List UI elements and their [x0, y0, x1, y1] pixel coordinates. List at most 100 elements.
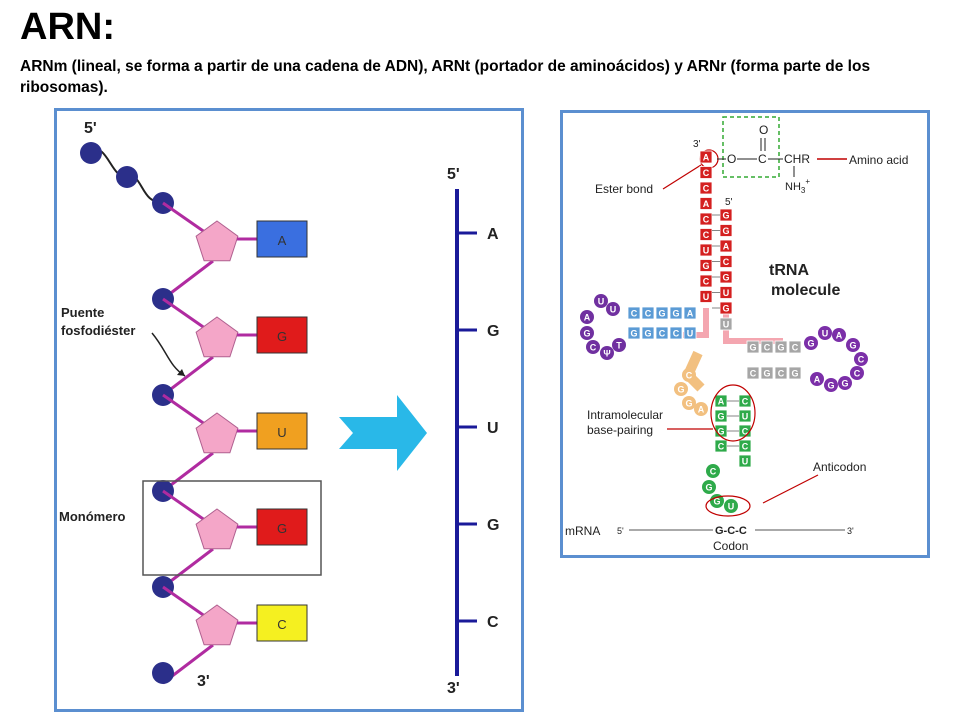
- nucleotide-letter: G: [713, 497, 720, 507]
- nucleotide: [699, 228, 713, 241]
- nucleotide-letter: U: [723, 288, 730, 298]
- amino-acid-label: Amino acid: [849, 153, 908, 167]
- nucleotide-letter: C: [703, 215, 710, 225]
- mrna-label: mRNA: [565, 524, 600, 538]
- strand-base-label: A: [487, 226, 499, 243]
- nucleotide: [699, 274, 713, 288]
- loop-nucleotide: [702, 480, 716, 494]
- strand-base-label: G: [487, 323, 499, 340]
- loop-nucleotide: [682, 368, 696, 382]
- nucleotide-letter: G: [791, 369, 798, 379]
- nucleotide-letter: C: [710, 467, 717, 477]
- loop-nucleotide: [594, 294, 608, 308]
- bond-pointer-head: [177, 369, 185, 376]
- nucleotide-letter: G: [722, 211, 729, 221]
- loop-nucleotide: [854, 352, 868, 366]
- nucleotide: [669, 306, 683, 320]
- nucleotide-letter: C: [858, 355, 865, 365]
- loop-nucleotide: [850, 366, 864, 380]
- nucleotide-letter: C: [590, 343, 597, 353]
- nucleotide-letter: A: [584, 313, 591, 323]
- nucleotide: [627, 306, 641, 320]
- nucleotide: [738, 454, 752, 468]
- nucleotide-letter: G: [841, 379, 848, 389]
- nucleotide-letter: C: [764, 343, 771, 353]
- nucleotide: [788, 340, 802, 354]
- nucleotide-letter: G: [672, 309, 679, 319]
- nucleotide-letter: G: [717, 427, 724, 437]
- nucleotide: [774, 340, 788, 354]
- nucleotide-letter: G: [722, 226, 729, 236]
- nucleotide: [683, 326, 697, 340]
- loop-nucleotide: [838, 376, 852, 390]
- nucleotide: [719, 317, 733, 331]
- nucleotide-letter: G: [722, 273, 729, 283]
- nucleotide-letter: A: [698, 405, 705, 415]
- loop-nucleotide: [724, 499, 738, 513]
- base-pair-ellipse: [710, 384, 756, 442]
- nucleotide-letter: G: [685, 399, 692, 409]
- nucleotide-letter: C: [673, 329, 680, 339]
- nucleotide-letter: U: [723, 320, 730, 330]
- backbone-ribbon: [723, 308, 783, 344]
- nucleotide-letter: T: [616, 341, 622, 351]
- nucleotide-letter: G: [583, 329, 590, 339]
- amino-group: NH3+: [785, 177, 810, 195]
- loop-nucleotide: [710, 494, 724, 508]
- nucleotide: [699, 197, 713, 210]
- nucleotide-letter: C: [742, 427, 749, 437]
- nucleotide-letter: C: [703, 277, 710, 287]
- codon-background: [713, 523, 755, 537]
- nucleotide-letter: U: [703, 292, 710, 302]
- ribose-sugar: [195, 316, 239, 358]
- nucleotide-letter: G: [717, 412, 724, 422]
- nucleotide: [655, 326, 669, 340]
- nucleotide-letter: A: [703, 199, 710, 209]
- nucleotide-letter: G: [763, 369, 770, 379]
- nucleotide-letter: A: [703, 153, 710, 163]
- loop-nucleotide: [682, 396, 696, 410]
- nitrogenous-base: [256, 220, 308, 258]
- codon-bases: G-C-C: [715, 525, 747, 537]
- carbonyl-oxygen: O: [759, 123, 768, 137]
- phosphodiester-link: [162, 489, 210, 525]
- chr-group: CHR: [784, 152, 810, 166]
- loop-nucleotide: [600, 346, 614, 360]
- nucleotide-letter: C: [718, 442, 725, 452]
- loop-nucleotide: [612, 338, 626, 352]
- nucleotide-letter: G: [702, 261, 709, 271]
- nucleotide-letter: C: [659, 329, 666, 339]
- nucleotide-letter: G: [807, 339, 814, 349]
- nucleotide-letter: C: [645, 309, 652, 319]
- nucleotide-letter: C: [750, 369, 757, 379]
- loop-nucleotide: [706, 464, 720, 478]
- trna-end-3-label: 3': [693, 139, 701, 150]
- phosphodiester-link: [162, 393, 210, 429]
- strand-base-label: G: [487, 517, 499, 534]
- phosphate-group: [116, 166, 138, 188]
- nucleotide-letter: U: [687, 329, 694, 339]
- strand-end-5-label: 5': [447, 166, 460, 183]
- nucleotide: [699, 166, 713, 179]
- nucleotide-letter: U: [822, 329, 829, 339]
- nucleotide-letter: C: [742, 442, 749, 452]
- slide-title: ARN:: [20, 6, 115, 48]
- nucleotide-letter: A: [687, 309, 694, 319]
- nucleotide-letter: C: [792, 343, 799, 353]
- nucleotide: [641, 326, 655, 340]
- anticodon-label: Anticodon: [813, 460, 866, 474]
- trna-title-line-2: molecule: [771, 282, 840, 299]
- ester-bond-label: Ester bond: [595, 182, 653, 196]
- nucleotide: [699, 181, 713, 195]
- nucleotide-letter: A: [836, 331, 843, 341]
- nucleotide: [699, 259, 713, 272]
- nucleotide-letter: U: [742, 457, 749, 467]
- ribose-sugar: [195, 508, 239, 550]
- trna-title-line-1: tRNA: [769, 262, 809, 279]
- nucleotide: [746, 366, 760, 380]
- trna-diagram: O O C CHR NH3+ Amino acid Ester bond 3' …: [565, 116, 908, 553]
- slide-subtitle: ARNm (lineal, se forma a partir de una c…: [20, 58, 871, 96]
- mrna-end-5-label: 5': [617, 526, 624, 536]
- anticodon-pointer: [762, 474, 819, 504]
